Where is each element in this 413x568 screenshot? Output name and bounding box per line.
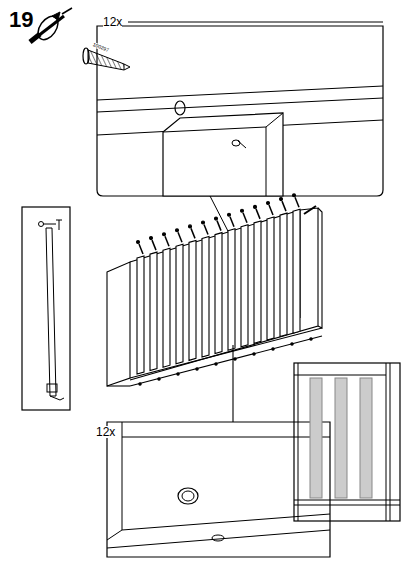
slat xyxy=(293,209,300,333)
slat xyxy=(241,225,248,347)
slat xyxy=(280,213,287,337)
screw-head xyxy=(202,221,205,224)
step-number: 19 xyxy=(9,9,33,31)
detail-inset-top xyxy=(97,22,383,235)
hole xyxy=(139,383,141,385)
hole xyxy=(215,363,217,365)
screw-arrow xyxy=(256,209,260,219)
screw-head xyxy=(267,202,270,205)
quantity-label: 12x xyxy=(103,16,122,28)
screw-arrow xyxy=(243,213,247,223)
detail-inset-bottom xyxy=(107,422,330,557)
screw-arrow xyxy=(178,232,182,242)
screw-arrow xyxy=(204,225,208,235)
screw-arrow xyxy=(217,221,221,231)
hole xyxy=(158,378,160,380)
slat xyxy=(267,217,274,340)
hole xyxy=(272,348,274,350)
screw-arrow xyxy=(191,228,195,238)
quantity-label: 12x xyxy=(96,426,115,438)
detail-inset-left xyxy=(22,207,70,410)
hole xyxy=(234,358,236,360)
slat xyxy=(150,252,157,371)
screw-head xyxy=(137,241,140,244)
screw-arrow xyxy=(282,201,286,211)
slat xyxy=(163,248,170,367)
screw-arrow xyxy=(139,244,143,254)
screw-head xyxy=(215,217,218,220)
screw-arrow xyxy=(269,205,273,215)
screw-head xyxy=(280,198,283,201)
slat xyxy=(137,256,144,374)
screw-head xyxy=(176,229,179,232)
slat xyxy=(228,229,235,351)
hole xyxy=(253,353,255,355)
screw-arrow xyxy=(295,197,299,207)
screw-head xyxy=(150,237,153,240)
hole xyxy=(310,338,312,340)
screw-head xyxy=(228,213,231,216)
detail-inset-slats xyxy=(294,363,400,521)
screw-head xyxy=(254,205,257,208)
slat xyxy=(176,244,183,363)
hole xyxy=(196,368,198,370)
slat xyxy=(254,221,261,344)
screw-arrow xyxy=(152,240,156,250)
cabinet xyxy=(107,194,322,422)
part-number: 100297 xyxy=(92,42,109,53)
screw-arrow xyxy=(165,236,169,246)
screw-head xyxy=(241,209,244,212)
hole xyxy=(177,373,179,375)
slat xyxy=(202,237,209,358)
slat xyxy=(189,240,196,360)
screw-head xyxy=(163,233,166,236)
screw-head xyxy=(189,225,192,228)
screw-head xyxy=(293,194,296,197)
hole xyxy=(291,343,293,345)
screw-arrow xyxy=(230,217,234,227)
slat xyxy=(215,233,222,354)
screwdriver-icon xyxy=(30,8,72,43)
